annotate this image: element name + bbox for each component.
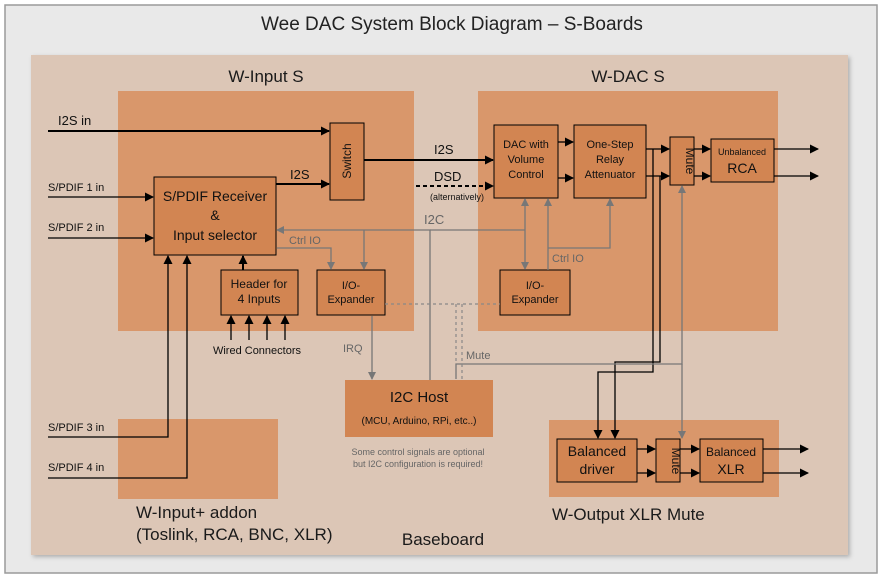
svg-text:Input selector: Input selector <box>173 227 257 243</box>
control-lines <box>276 185 686 439</box>
unbalanced-rca-block: Unbalanced RCA <box>710 138 775 183</box>
baseboard-label: Baseboard <box>402 530 484 549</box>
i2s-dac-label: I2S <box>434 142 454 157</box>
spdif-1-label: S/PDIF 1 in <box>48 182 104 194</box>
svg-text:Mute: Mute <box>669 448 683 475</box>
dac-block: DAC with Volume Control <box>493 124 559 199</box>
w-input-addon-label-1: W-Input+ addon <box>136 503 257 522</box>
svg-text:Expander: Expander <box>327 294 374 306</box>
i2s-internal-label: I2S <box>290 167 310 182</box>
w-input-label: W-Input S <box>228 67 303 86</box>
svg-text:Attenuator: Attenuator <box>585 169 636 181</box>
svg-text:XLR: XLR <box>717 461 744 477</box>
svg-text:&: & <box>210 207 220 223</box>
i2s-in-label: I2S in <box>58 113 91 128</box>
svg-text:One-Step: One-Step <box>586 139 633 151</box>
svg-text:I2C Host: I2C Host <box>390 389 449 406</box>
mute-signal-label: Mute <box>466 350 490 362</box>
signal-lines <box>48 126 819 479</box>
optional-lines <box>385 303 500 380</box>
wired-connectors-label: Wired Connectors <box>213 345 302 357</box>
svg-text:4 Inputs: 4 Inputs <box>238 292 281 306</box>
i2c-label: I2C <box>424 212 444 227</box>
balanced-driver-block: Balanced driver <box>556 438 638 483</box>
svg-text:Relay: Relay <box>596 154 625 166</box>
svg-text:(MCU, Arduino, RPi, etc..): (MCU, Arduino, RPi, etc..) <box>361 416 476 427</box>
svg-text:RCA: RCA <box>727 160 757 176</box>
io-expander-left-block: I/O- Expander <box>316 269 386 316</box>
svg-text:Balanced: Balanced <box>706 445 756 459</box>
svg-text:Unbalanced: Unbalanced <box>718 147 766 157</box>
alternatively-label: (alternatively) <box>430 192 484 202</box>
ctrl-io-right-label: Ctrl IO <box>552 253 584 265</box>
svg-text:Balanced: Balanced <box>568 443 626 459</box>
svg-text:DAC with: DAC with <box>503 139 549 151</box>
svg-text:Expander: Expander <box>511 294 558 306</box>
spdif-4-label: S/PDIF 4 in <box>48 462 104 474</box>
diagram-title: Wee DAC System Block Diagram – S-Boards <box>261 14 643 35</box>
mute-top-block: Mute <box>669 136 697 186</box>
note-line-1: Some control signals are optional <box>351 447 484 457</box>
io-expander-right-block: I/O- Expander <box>499 269 571 316</box>
balanced-xlr-block: Balanced XLR <box>699 438 764 483</box>
svg-text:Control: Control <box>508 169 543 181</box>
mute-bottom-block: Mute <box>655 438 683 483</box>
svg-text:Switch: Switch <box>340 143 354 178</box>
w-input-addon-label-2: (Toslink, RCA, BNC, XLR) <box>136 525 332 544</box>
attenuator-block: One-Step Relay Attenuator <box>573 124 647 199</box>
spdif-receiver-block: S/PDIF Receiver & Input selector <box>153 176 277 256</box>
dsd-label: DSD <box>434 169 461 184</box>
irq-label: IRQ <box>343 343 363 355</box>
svg-text:Volume: Volume <box>508 154 545 166</box>
i2c-host-block: I2C Host (MCU, Arduino, RPi, etc..) <box>345 380 493 437</box>
note-line-2: but I2C configuration is required! <box>353 459 483 469</box>
svg-text:Header for: Header for <box>231 277 288 291</box>
svg-text:S/PDIF Receiver: S/PDIF Receiver <box>163 188 268 204</box>
header-block: Header for 4 Inputs <box>220 269 299 316</box>
spdif-2-label: S/PDIF 2 in <box>48 222 104 234</box>
w-dac-label: W-DAC S <box>591 67 664 86</box>
w-input-addon-board <box>118 419 278 499</box>
switch-block: Switch <box>329 122 365 201</box>
svg-text:I/O-: I/O- <box>342 280 361 292</box>
w-output-label: W-Output XLR Mute <box>552 505 705 524</box>
spdif-3-label: S/PDIF 3 in <box>48 422 104 434</box>
svg-text:driver: driver <box>579 461 614 477</box>
ctrl-io-left-label: Ctrl IO <box>289 235 321 247</box>
svg-text:Mute: Mute <box>683 148 697 175</box>
svg-text:I/O-: I/O- <box>526 280 545 292</box>
